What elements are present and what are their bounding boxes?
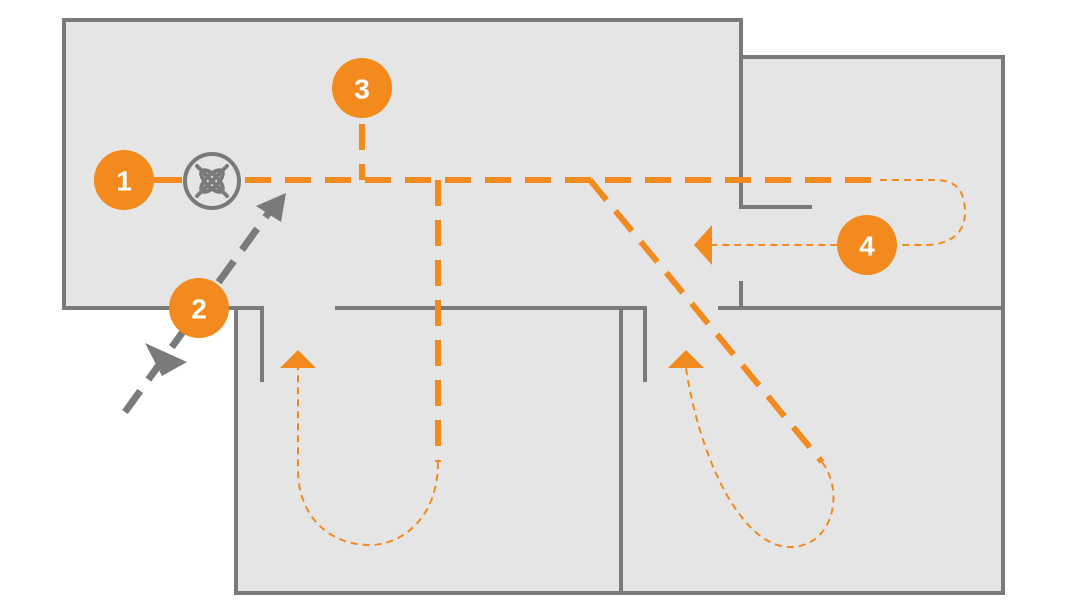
airflow-path-bottom-left [297, 368, 439, 547]
marker-1: 1 [94, 150, 154, 210]
markers: 1 2 3 4 [94, 58, 897, 338]
arrowhead-icon [668, 350, 704, 368]
airflow-path-bottom-right [685, 367, 835, 549]
floor-plan [62, 18, 1005, 595]
marker-2-badge [169, 278, 229, 338]
marker-4-badge [837, 215, 897, 275]
arrowhead-icon [280, 350, 316, 368]
marker-1-badge [94, 150, 154, 210]
floor-bottom-right-room [621, 308, 1003, 593]
marker-3-label: 3 [354, 74, 370, 105]
walls [62, 18, 1005, 595]
marker-2-label: 2 [191, 294, 207, 325]
floor-bottom-left-room [236, 308, 621, 593]
floor-top-room [64, 20, 741, 308]
marker-2: 2 [169, 278, 229, 338]
fan-blades [195, 164, 229, 198]
exhaust-ducts [245, 124, 880, 464]
arrowhead-icon [694, 225, 712, 265]
marker-3-badge [332, 58, 392, 118]
marker-1-label: 1 [116, 166, 132, 197]
arrowhead-icon [145, 343, 187, 376]
marker-4-label: 4 [859, 231, 875, 262]
arrowheads [280, 225, 712, 368]
marker-4: 4 [837, 215, 897, 275]
airflow-paths [297, 179, 967, 549]
airflow-path-right-room [712, 179, 967, 246]
fan-icon [150, 152, 241, 210]
arrowhead-icon [256, 193, 286, 222]
branch-duct-bottom-right [587, 178, 825, 464]
marker-3: 3 [332, 58, 392, 118]
